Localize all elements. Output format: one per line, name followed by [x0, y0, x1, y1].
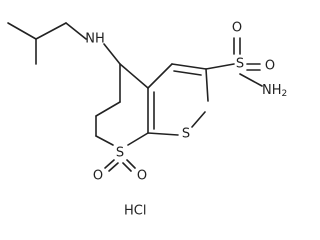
- bond: [119, 63, 149, 89]
- thiophene-sulfur-label: S: [182, 127, 190, 142]
- bond: [122, 162, 132, 172]
- sulfonamide-oxygen-label: O: [265, 59, 275, 74]
- bond: [95, 101, 121, 117]
- thiopyran-ring: [95, 63, 149, 146]
- thiophene-ring: [147, 63, 209, 136]
- bond: [95, 135, 114, 146]
- sulfonamide-bonds: [205, 37, 263, 87]
- bond: [173, 70, 202, 76]
- bond: [35, 22, 67, 40]
- bond: [7, 22, 37, 40]
- bond: [191, 111, 206, 128]
- bond: [126, 159, 136, 169]
- sulfone-oxygen-bonds: [104, 159, 136, 172]
- salt-label: HCl: [124, 204, 146, 219]
- bond: [205, 63, 235, 70]
- bond: [65, 22, 87, 40]
- bond: [147, 132, 179, 136]
- sulfonamide-oxygen-label: O: [232, 21, 242, 36]
- sulfone-oxygen-label: O: [93, 169, 103, 184]
- sulfonamide-nitrogen-subscript: 2: [282, 89, 288, 99]
- bond: [239, 73, 263, 87]
- bond: [103, 43, 121, 65]
- bond: [127, 132, 149, 146]
- amine-nitrogen-label: NH: [85, 32, 105, 47]
- sulfonamide-nitrogen-text: NH: [262, 83, 282, 98]
- bond: [108, 162, 119, 172]
- sulfone-oxygen-label: O: [137, 169, 147, 184]
- bond: [171, 63, 207, 70]
- sulfone-sulfur-label: S: [116, 146, 124, 161]
- bond: [104, 159, 115, 169]
- sulfonamide-sulfur-label: S: [236, 57, 244, 72]
- isobutyl-group: [7, 22, 87, 65]
- chemical-structure: NH S S O O S O O NH2 HCl: [7, 21, 287, 219]
- bond: [147, 63, 173, 89]
- sulfonamide-nitrogen-label: NH2: [262, 83, 287, 100]
- bond: [205, 68, 209, 102]
